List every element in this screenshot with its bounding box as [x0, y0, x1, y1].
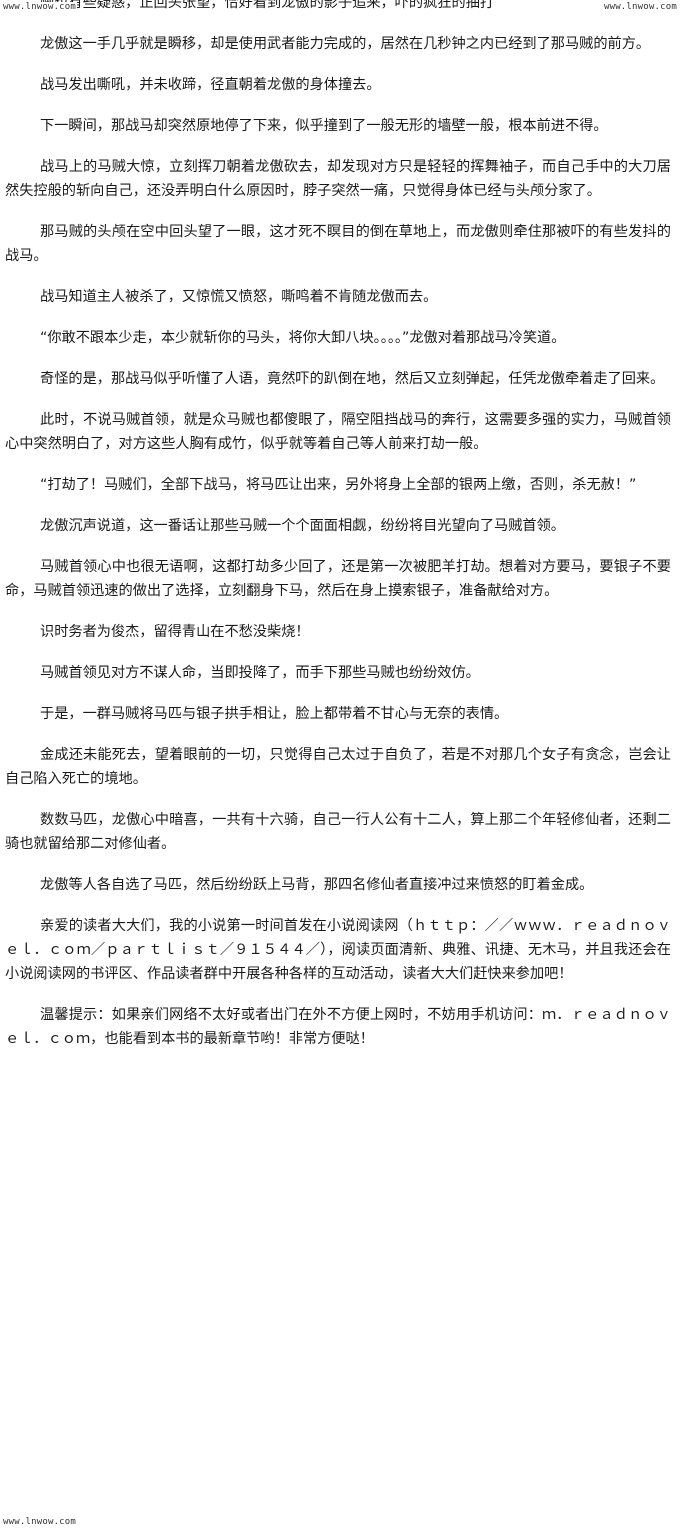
paragraph: “打劫了！马贼们，全部下战马，将马匹让出来，另外将身上全部的银两上缴，否则，杀无… — [40, 477, 637, 493]
watermark-top-right: www.lnwow.com — [602, 2, 678, 12]
paragraph: 此时，不说马贼首领，就是众马贼也都傻眼了，隔空阻挡战马的奔行，这需要多强的实力，… — [5, 412, 671, 452]
paragraph: 数数马匹，龙傲心中暗喜，一共有十六骑，自己一行人公有十二人，算上那二个年轻修仙者… — [5, 812, 671, 852]
paragraph: 温馨提示：如果亲们网络不太好或者出门在外不方便上网时，不妨用手机访问：ｍ．ｒｅａ… — [5, 1007, 671, 1047]
paragraph: 战马知道主人被杀了，又惊慌又愤怒，嘶鸣着不肯随龙傲而去。 — [40, 289, 438, 305]
paragraph: 那马贼的头颅在空中回头望了一眼，这才死不瞑目的倒在草地上，而龙傲则牵住那被吓的有… — [5, 224, 671, 264]
paragraph: 马贼首领心中也很无语啊，这都打劫多少回了，还是第一次被肥羊打劫。想着对方要马，要… — [5, 559, 671, 599]
paragraph: 金成还未能死去，望着眼前的一切，只觉得自己太过于自负了，若是不对那几个女子有贪念… — [5, 747, 671, 787]
paragraph: “你敢不跟本少走，本少就斩你的马头，将你大卸八块。。。。”龙傲对着那战马冷笑道。 — [40, 330, 566, 346]
paragraph: 龙傲等人各自选了马匹，然后纷纷跃上马背，那四名修仙者直接冲过来愤怒的盯着金成。 — [40, 877, 594, 893]
paragraph: 于是，一群马贼将马匹与银子拱手相让，脸上都带着不甘心与无奈的表情。 — [40, 706, 509, 722]
paragraph: 贼也有些疑惑，正回头张望，恰好看到龙傲的影子追来，吓的疯狂的抽打 — [40, 0, 495, 11]
paragraph: 战马发出嘶吼，并未收蹄，径直朝着龙傲的身体撞去。 — [40, 77, 381, 93]
paragraph: 奇怪的是，那战马似乎听懂了人语，竟然吓的趴倒在地，然后又立刻弹起，任凭龙傲牵着走… — [40, 371, 665, 387]
watermark-bottom-left: www.lnwow.com — [2, 1517, 78, 1527]
paragraph: 龙傲这一手几乎就是瞬移，却是使用武者能力完成的，居然在几秒钟之内已经到了那马贼的… — [40, 36, 651, 52]
watermark-top-left: www.lnwow.com — [2, 2, 78, 12]
paragraph: 识时务者为俊杰，留得青山在不愁没柴烧！ — [40, 624, 310, 640]
paragraph: 马贼首领见对方不谋人命，当即投降了，而手下那些马贼也纷纷效仿。 — [40, 665, 480, 681]
paragraph: 战马上的马贼大惊，立刻挥刀朝着龙傲砍去，却发现对方只是轻轻的挥舞袖子，而自己手中… — [5, 159, 671, 199]
paragraph: 下一瞬间，那战马却突然原地停了下来，似乎撞到了一般无形的墙壁一般，根本前进不得。 — [40, 118, 608, 134]
document-body: 贼也有些疑惑，正回头张望，恰好看到龙傲的影子追来，吓的疯狂的抽打 龙傲这一手几乎… — [5, 0, 671, 1068]
paragraph: 龙傲沉声说道，这一番话让那些马贼一个个面面相觑，纷纷将目光望向了马贼首领。 — [40, 518, 565, 534]
paragraph: 亲爱的读者大大们，我的小说第一时间首发在小说阅读网（ｈｔｔｐ：／／ｗｗｗ．ｒｅａ… — [5, 918, 671, 982]
